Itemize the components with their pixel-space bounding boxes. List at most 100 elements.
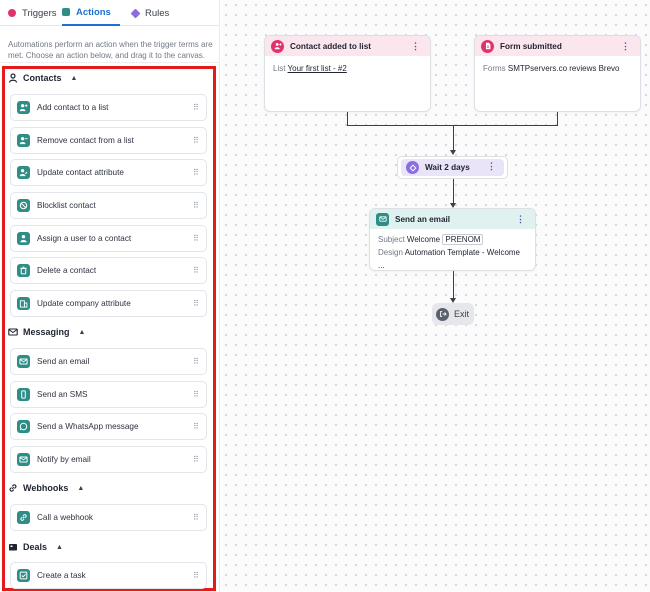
section-contacts[interactable]: Contacts ▲	[8, 71, 77, 85]
card-header: Contact added to list	[265, 36, 430, 56]
triggers-dot-icon	[8, 9, 16, 17]
wait-step-inner: Wait 2 days ⋮	[401, 159, 504, 176]
connector-line	[557, 112, 558, 126]
subject-row: Subject Welcome PRENOM	[378, 233, 527, 246]
trigger-card-contact-added[interactable]: Contact added to list ⋮ List Your first …	[264, 35, 431, 112]
card-body: List Your first list - #2	[265, 56, 430, 81]
whatsapp-icon	[17, 420, 30, 433]
action-send-email[interactable]: Send an email ⠿	[10, 348, 207, 375]
action-create-task[interactable]: Create a task ⠿	[10, 562, 207, 589]
drag-handle-icon[interactable]: ⠿	[193, 233, 199, 243]
mail-icon	[376, 212, 389, 226]
tab-triggers-label: Triggers	[22, 7, 57, 19]
more-options-icon[interactable]: ⋮	[411, 41, 420, 51]
exit-icon	[436, 307, 449, 321]
drag-handle-icon[interactable]: ⠿	[193, 265, 199, 275]
tab-actions[interactable]: Actions	[62, 0, 120, 26]
section-messaging[interactable]: Messaging ▲	[8, 325, 85, 339]
action-label: Send a WhatsApp message	[37, 422, 139, 431]
tab-actions-label: Actions	[76, 6, 111, 18]
trigger-card-form-submitted[interactable]: Form submitted ⋮ Forms SMTPservers.co re…	[474, 35, 641, 112]
exit-node[interactable]: Exit	[432, 303, 474, 325]
drag-handle-icon[interactable]: ⠿	[193, 421, 199, 431]
action-assign-user[interactable]: Assign a user to a contact ⠿	[10, 225, 207, 252]
diamond-icon	[406, 161, 419, 174]
drag-handle-icon[interactable]: ⠿	[193, 135, 199, 145]
action-update-company-attribute[interactable]: Update company attribute ⠿	[10, 290, 207, 317]
connector-line	[453, 271, 454, 298]
user-icon	[17, 232, 30, 245]
action-label: Remove contact from a list	[37, 136, 134, 145]
chevron-up-icon: ▲	[56, 543, 63, 551]
connector-line	[453, 179, 454, 203]
action-label: Send an SMS	[37, 390, 88, 399]
action-label: Update company attribute	[37, 299, 131, 308]
action-send-sms[interactable]: Send an SMS ⠿	[10, 381, 207, 408]
action-label: Delete a contact	[37, 266, 97, 275]
drag-handle-icon[interactable]: ⠿	[193, 102, 199, 112]
tab-triggers[interactable]: Triggers	[8, 0, 57, 26]
section-webhooks-title: Webhooks	[23, 483, 69, 493]
action-add-contact-to-list[interactable]: Add contact to a list ⠿	[10, 94, 207, 121]
wait-label: Wait 2 days	[425, 163, 470, 172]
more-options-icon[interactable]: ⋮	[621, 41, 630, 51]
drag-handle-icon[interactable]: ⠿	[193, 167, 199, 177]
chevron-up-icon: ▲	[77, 484, 85, 492]
chevron-up-icon: ▲	[78, 328, 86, 336]
tab-rules[interactable]: Rules	[130, 0, 170, 26]
user-plus-icon	[271, 39, 284, 53]
link-icon	[8, 483, 18, 493]
arrow-down-icon	[450, 298, 456, 303]
action-remove-contact-from-list[interactable]: Remove contact from a list ⠿	[10, 127, 207, 154]
action-card-send-email[interactable]: Send an email ⋮ Subject Welcome PRENOM D…	[369, 208, 536, 271]
divider	[0, 62, 220, 63]
section-deals[interactable]: Deals ▲	[8, 540, 63, 554]
more-options-icon[interactable]: ⋮	[516, 214, 525, 224]
connector-line	[453, 125, 454, 150]
action-label: Create a task	[37, 571, 86, 580]
drag-handle-icon[interactable]: ⠿	[193, 570, 199, 580]
action-blocklist-contact[interactable]: Blocklist contact ⠿	[10, 192, 207, 219]
block-icon	[17, 199, 30, 212]
design-label: Design	[378, 248, 403, 257]
drag-handle-icon[interactable]: ⠿	[193, 389, 199, 399]
action-label: Notify by email	[37, 455, 91, 464]
connector-line	[347, 112, 348, 126]
user-minus-icon	[17, 134, 30, 147]
subject-label: Subject	[378, 235, 405, 244]
list-link[interactable]: Your first list - #2	[287, 64, 347, 73]
action-label: Blocklist contact	[37, 201, 96, 210]
section-contacts-title: Contacts	[23, 73, 62, 83]
action-update-contact-attribute[interactable]: Update contact attribute ⠿	[10, 159, 207, 186]
section-deals-title: Deals	[23, 542, 48, 552]
user-plus-icon	[17, 101, 30, 114]
panel-description: Automations perform an action when the t…	[8, 40, 213, 60]
phone-icon	[17, 388, 30, 401]
drag-handle-icon[interactable]: ⠿	[193, 454, 199, 464]
tab-rules-label: Rules	[145, 7, 170, 19]
card-body: Forms SMTPservers.co reviews Brevo	[475, 56, 640, 81]
mail-notify-icon	[17, 453, 30, 466]
card-title: Contact added to list	[290, 41, 371, 51]
actions-square-icon	[62, 8, 70, 16]
card-title: Send an email	[395, 214, 451, 224]
card-header: Send an email	[370, 209, 535, 229]
card-body: Subject Welcome PRENOM Design Automation…	[370, 229, 535, 276]
wait-step[interactable]: Wait 2 days ⋮	[397, 156, 508, 179]
drag-handle-icon[interactable]: ⠿	[193, 356, 199, 366]
design-row: Design Automation Template - Welcome ...	[378, 246, 527, 272]
drag-handle-icon[interactable]: ⠿	[193, 298, 199, 308]
form-name: SMTPservers.co reviews Brevo	[507, 64, 620, 73]
drag-handle-icon[interactable]: ⠿	[193, 200, 199, 210]
drag-handle-icon[interactable]: ⠿	[193, 512, 199, 522]
action-notify-by-email[interactable]: Notify by email ⠿	[10, 446, 207, 473]
design-value: Automation Template - Welcome ...	[378, 248, 520, 270]
subject-value: Welcome	[406, 235, 441, 244]
action-call-webhook[interactable]: Call a webhook ⠿	[10, 504, 207, 531]
user-edit-icon	[17, 166, 30, 179]
more-options-icon[interactable]: ⋮	[487, 161, 496, 171]
action-delete-contact[interactable]: Delete a contact ⠿	[10, 257, 207, 284]
action-send-whatsapp[interactable]: Send a WhatsApp message ⠿	[10, 413, 207, 440]
section-messaging-title: Messaging	[23, 327, 70, 337]
section-webhooks[interactable]: Webhooks ▲	[8, 481, 84, 495]
